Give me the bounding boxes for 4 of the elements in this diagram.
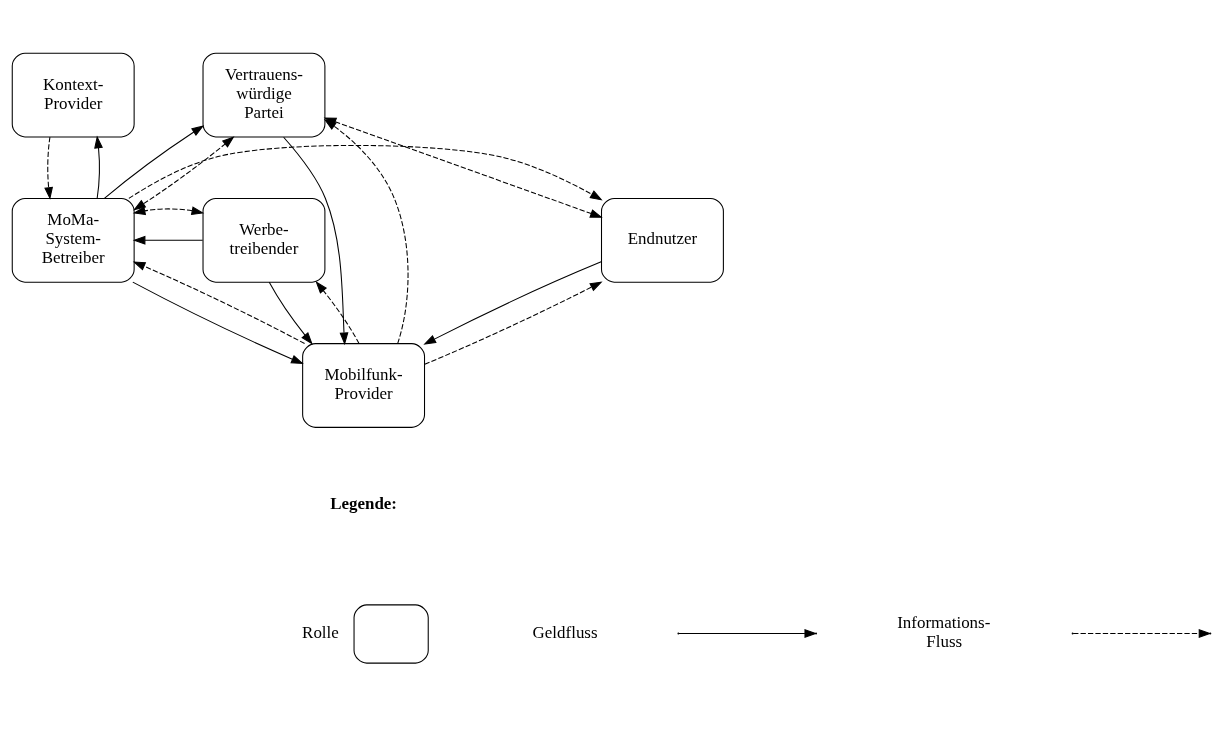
label: Legende: (330, 493, 398, 513)
legend-label: Informations- Fluss (897, 612, 991, 651)
legend-label: Rolle (302, 622, 339, 642)
legend-label: Geldfluss (532, 622, 598, 642)
